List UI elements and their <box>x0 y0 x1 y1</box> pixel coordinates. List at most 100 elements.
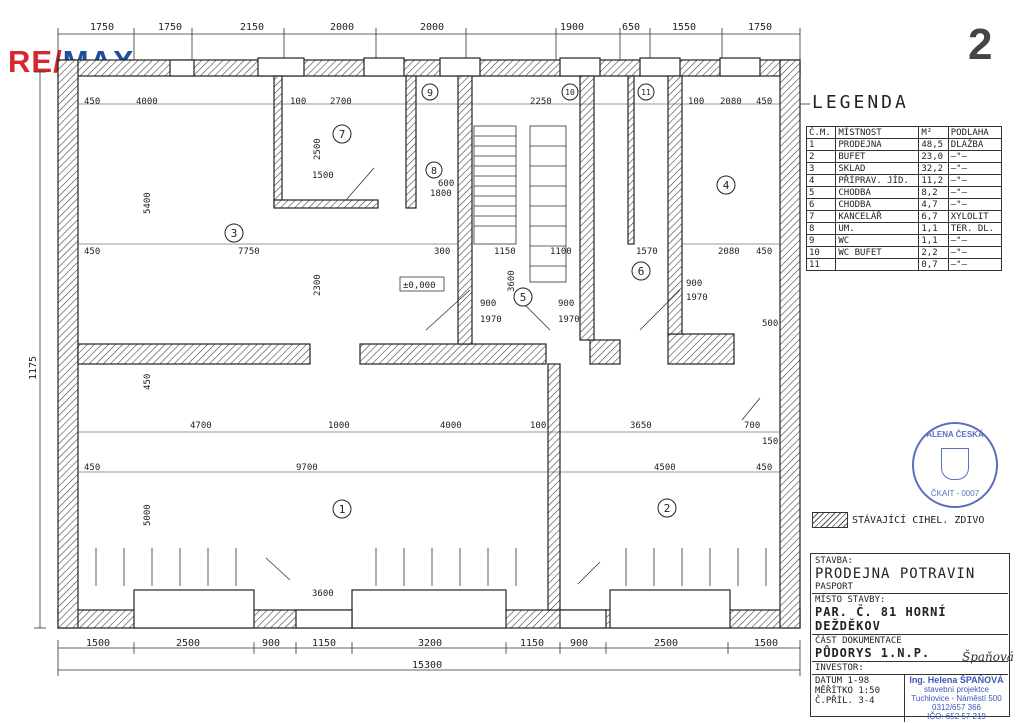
dim-2300: 2300 <box>313 274 323 296</box>
bottom-dim-9: 1500 <box>754 638 778 649</box>
stavba-label: STAVBA: <box>815 556 853 566</box>
meritko: MĚŘÍTKO 1:50 <box>815 686 881 696</box>
bottom-dim-1: 1500 <box>86 638 110 649</box>
bottom-dim-3: 900 <box>262 638 280 649</box>
outer-walls <box>57 57 801 629</box>
bottom-dim-4: 1150 <box>312 638 336 649</box>
dim-600: 600 <box>438 179 454 189</box>
dim-r1-height: 5000 <box>143 504 153 526</box>
top-dim-4: 2000 <box>330 22 354 33</box>
title-block: STAVBA: PRODEJNA POTRAVIN PASPORT MÍSTO … <box>812 555 1008 722</box>
svg-text:6: 6 <box>638 265 645 278</box>
top-dim-3: 2150 <box>240 22 264 33</box>
dim-500: 500 <box>762 319 778 329</box>
stavba-sub: PASPORT <box>815 582 853 592</box>
legend-header: M² <box>918 126 949 139</box>
dim-100-b: 100 <box>688 97 704 107</box>
datum: DATUM 1-98 <box>815 676 870 686</box>
staircase <box>473 125 567 283</box>
dim-900-a: 900 <box>480 299 496 309</box>
engineer-stamp: ALENA ČESKÁ ČKAIT - 0007 <box>912 422 998 508</box>
total-width: 15300 <box>412 660 442 671</box>
dim-100-a: 100 <box>290 97 306 107</box>
svg-text:±0,000: ±0,000 <box>403 281 436 291</box>
dim-450-f: 450 <box>756 463 772 473</box>
top-dim-6: 1900 <box>560 22 584 33</box>
dim-1970-b: 1970 <box>558 315 580 325</box>
designer-stamp: Ing. Helena ŠPAŇOVÁ stavební projektce T… <box>909 675 1004 722</box>
room-9: 9 <box>421 83 439 101</box>
dim-r3-left: 450 <box>84 97 100 107</box>
dim-1500: 1500 <box>312 171 334 181</box>
legend-header-row: Č.M. MÍSTNOST M² PODLAHA <box>805 126 1003 139</box>
coat-of-arms-icon <box>941 448 969 480</box>
top-dim-9: 1750 <box>748 22 772 33</box>
dim-3600-b: 3600 <box>312 589 334 599</box>
dim-r1-top-c: 4000 <box>440 421 462 431</box>
dim-r2-top: 3650 <box>630 421 652 431</box>
room-7: 7 <box>332 124 352 144</box>
dim-1150: 1150 <box>494 247 516 257</box>
dim-r7-width: 2700 <box>330 97 352 107</box>
bottom-dim-7: 900 <box>570 638 588 649</box>
title-block-frame <box>810 553 1010 717</box>
dim-r4-top: 2080 <box>720 97 742 107</box>
dim-2250: 2250 <box>530 97 552 107</box>
top-dim-7: 650 <box>622 22 640 33</box>
investor-label: INVESTOR: <box>815 663 864 673</box>
room-6: 6 <box>631 261 651 281</box>
page-number: 2 <box>968 20 993 69</box>
hatch-legend: STÁVAJÍCÍ CIHEL. ZDIVO <box>812 512 984 528</box>
hatch-legend-label: STÁVAJÍCÍ CIHEL. ZDIVO <box>852 514 985 526</box>
dim-r1-top-a: 4700 <box>190 421 212 431</box>
top-dim-2: 1750 <box>158 22 182 33</box>
dim-r1-top-b: 1000 <box>328 421 350 431</box>
bottom-dim-2: 2500 <box>176 638 200 649</box>
signature: Špaňová <box>962 650 1014 664</box>
bottom-dim-5: 3200 <box>418 638 442 649</box>
top-dim-8: 1550 <box>672 22 696 33</box>
cislo-prilohy: Č.PŘÍL. 3-4 <box>815 696 875 706</box>
top-dimension-labels: 1750 1750 2150 2000 2000 1900 650 1550 1… <box>90 22 772 33</box>
dim-1800: 1800 <box>430 189 452 199</box>
dim-1970-a: 1970 <box>480 315 502 325</box>
level-mark: ±0,000 <box>399 276 445 292</box>
cast-label: ČÁST DOKUMENTACE <box>815 636 902 646</box>
dim-r1-width: 9700 <box>296 463 318 473</box>
stavba-value: PRODEJNA POTRAVIN <box>815 566 976 582</box>
svg-text:10: 10 <box>565 88 575 97</box>
dim-1570: 1570 <box>636 247 658 257</box>
top-dim-1: 1750 <box>90 22 114 33</box>
dim-r3-width: 7750 <box>238 247 260 257</box>
svg-text:3: 3 <box>231 227 238 240</box>
dim-450-d: 450 <box>143 374 153 390</box>
room-1: 1 <box>332 499 352 519</box>
dim-r4-width: 2080 <box>718 247 740 257</box>
legend-header: Č.M. <box>805 126 837 139</box>
legend-header: PODLAHA <box>947 126 1003 139</box>
misto-value: PAR. Č. 81 HORNÍ DEŽDĚKOV <box>815 605 947 633</box>
svg-text:5: 5 <box>520 291 527 304</box>
dim-1100: 1100 <box>550 247 572 257</box>
room-3: 3 <box>224 223 244 243</box>
dim-450-b: 450 <box>84 247 100 257</box>
left-height: 1175 <box>28 356 39 380</box>
dim-150: 150 <box>762 437 778 447</box>
dim-900-c: 900 <box>686 279 702 289</box>
room-numbers: 1 2 3 4 5 6 7 8 9 10 11 <box>224 83 736 519</box>
dim-2500: 2500 <box>313 138 323 160</box>
room-11: 11 <box>637 83 655 101</box>
